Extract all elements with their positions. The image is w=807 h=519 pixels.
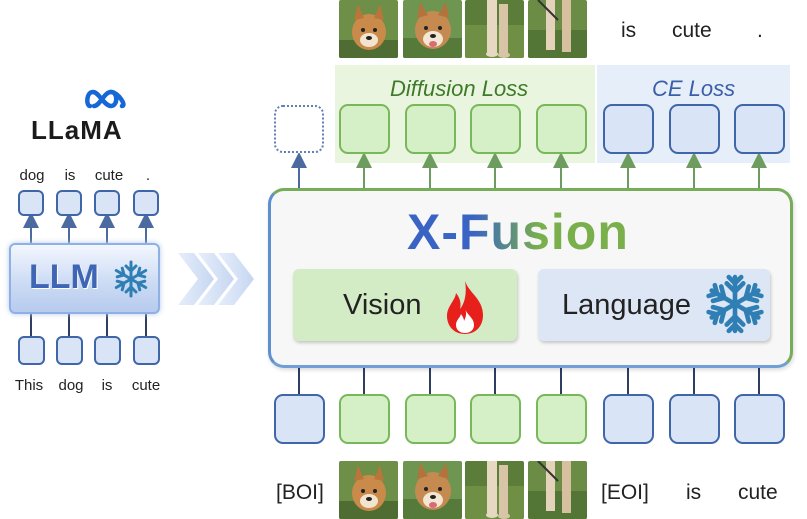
input-image-patch: [403, 461, 462, 519]
ce-loss-label: CE Loss: [652, 76, 736, 101]
llm-label: LLM: [29, 258, 99, 296]
input-image-token: [470, 394, 521, 444]
snowflake-icon: [704, 274, 766, 335]
vision-label: Vision: [343, 289, 422, 321]
llm-output-word: is: [64, 167, 76, 184]
input-image-token: [405, 394, 456, 444]
eoi-token-text: [EOI]: [601, 481, 649, 504]
xfusion-title: X-Fusion: [407, 204, 629, 260]
llm-input-token: [133, 336, 160, 365]
output-text-token: .: [757, 19, 763, 42]
output-text-token-box: [734, 104, 785, 154]
llm-input-token: [94, 336, 121, 365]
output-token-placeholder: [274, 105, 324, 153]
output-image-patch: [339, 0, 398, 58]
output-text-token-box: [603, 104, 654, 154]
output-image-token: [536, 104, 587, 154]
input-text-token-box: [669, 394, 720, 444]
llama-logo-text: LLaMA: [31, 115, 123, 145]
llm-output-token: [94, 190, 120, 216]
boi-token-text: [BOI]: [276, 481, 324, 504]
llm-output-word: dog: [19, 167, 45, 184]
snowflake-icon: [112, 260, 150, 298]
input-text-word: cute: [738, 481, 778, 504]
llm-output-token: [133, 190, 159, 216]
llm-input-word: dog: [58, 377, 84, 394]
llm-output-word: cute: [94, 167, 124, 184]
llm-input-word: is: [101, 377, 113, 394]
chevrons-right-icon: [178, 253, 254, 305]
llm-block: LLM: [9, 243, 160, 314]
llm-input-token: [18, 336, 45, 365]
input-text-token-box: [274, 394, 325, 444]
input-text-token-box: [603, 394, 654, 444]
output-image-token: [405, 104, 456, 154]
llm-input-word: This: [14, 377, 44, 394]
output-image-patch: [528, 0, 587, 58]
input-text-word: is: [686, 481, 702, 504]
fire-icon: [447, 281, 483, 334]
vision-module: Vision: [293, 269, 517, 341]
input-image-token: [339, 394, 390, 444]
meta-infinity-icon: [85, 89, 126, 109]
language-label: Language: [562, 289, 692, 321]
input-text-token-box: [734, 394, 785, 444]
output-image-patch: [403, 0, 462, 58]
llm-output-word: .: [145, 167, 151, 184]
input-image-patch: [465, 461, 524, 519]
output-image-token: [339, 104, 390, 154]
input-image-token: [536, 394, 587, 444]
output-text-token: is: [621, 19, 637, 42]
diffusion-loss-label: Diffusion Loss: [390, 76, 529, 101]
xfusion-block: X-Fusion Vision Language: [268, 188, 793, 368]
output-image-patch: [465, 0, 524, 58]
output-text-token-box: [669, 104, 720, 154]
language-module: Language: [538, 269, 770, 341]
llm-input-word: cute: [131, 377, 161, 394]
output-text-token: cute: [672, 19, 712, 42]
output-image-token: [470, 104, 521, 154]
llm-output-token: [56, 190, 82, 216]
llm-input-token: [56, 336, 83, 365]
llm-output-token: [18, 190, 44, 216]
input-image-patch: [528, 461, 587, 519]
input-image-patch: [339, 461, 398, 519]
